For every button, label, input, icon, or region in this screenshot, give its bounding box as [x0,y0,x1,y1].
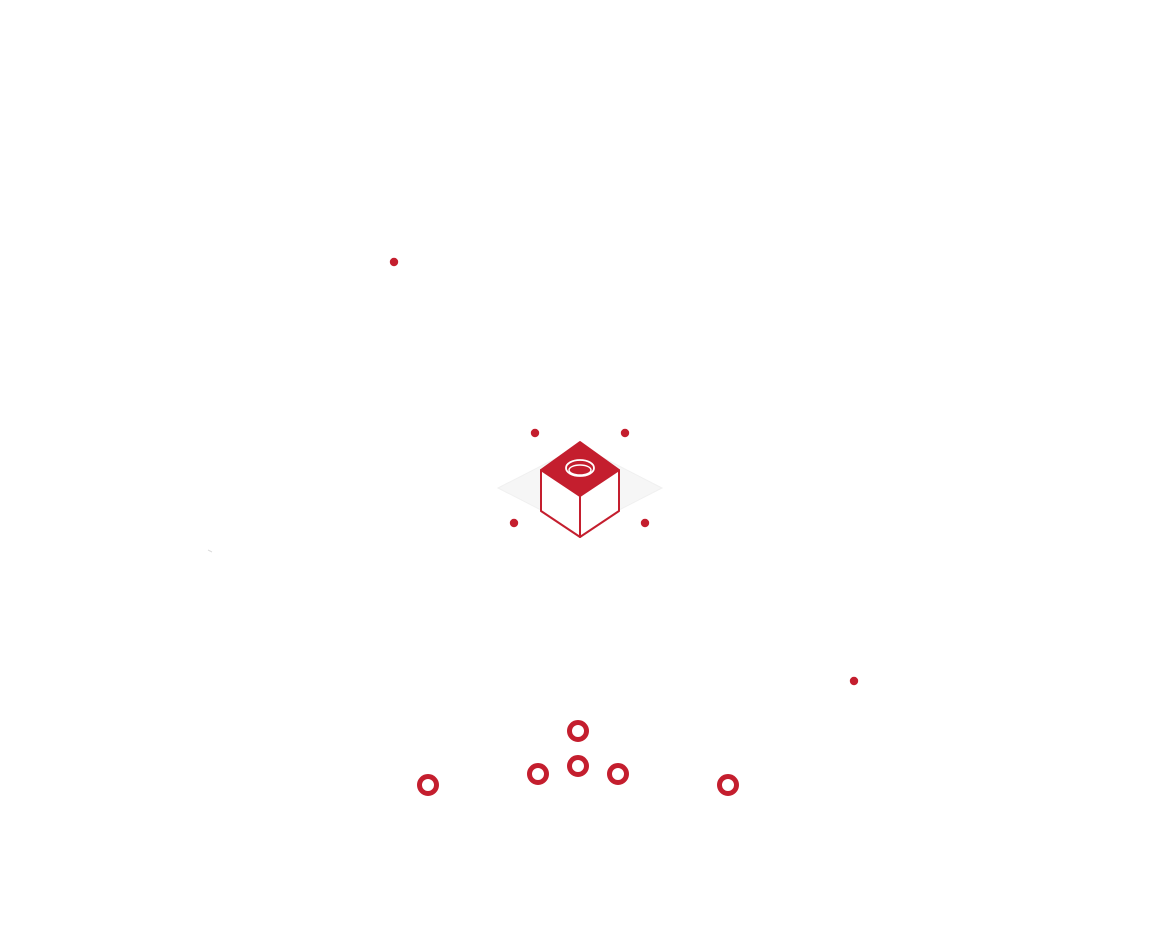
dot-icon [640,518,650,528]
ring-node-icon [567,755,589,777]
ring-node-icon [607,763,629,785]
dot-icon [620,428,630,438]
cube-top-ring-outer [565,459,595,477]
isometric-cube-icon [540,441,620,538]
ring-node-icon [717,774,739,796]
dot-icon [849,676,859,686]
cube-right-face [579,469,620,538]
cube-top-ring-inner [568,464,592,476]
ring-node-icon [527,763,549,785]
dot-icon [530,428,540,438]
dot-icon [509,518,519,528]
dot-icon [389,257,399,267]
ring-node-icon [567,720,589,742]
ring-node-icon [417,774,439,796]
stray-mark [207,549,213,553]
